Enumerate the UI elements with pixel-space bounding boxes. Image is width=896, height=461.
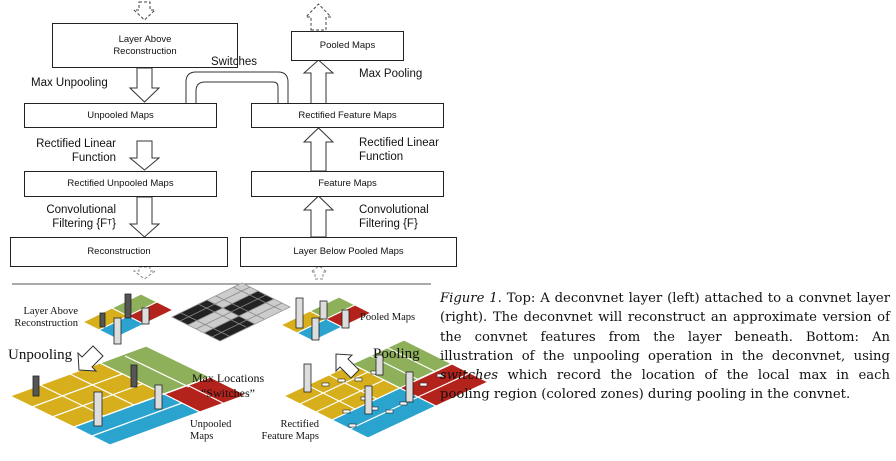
unpooled-maps-label: Unpooled Maps xyxy=(190,419,231,443)
dashed-arrow-up-icon xyxy=(304,3,333,31)
feature-maps-box: Feature Maps xyxy=(251,171,444,197)
caption-switches: switches xyxy=(440,368,499,384)
max-locations-line-1: Max Locations xyxy=(191,371,265,385)
dashed-arrow-down-icon xyxy=(132,266,157,280)
pooled-maps-box: Pooled Maps xyxy=(291,31,404,61)
caption-text-1: Top: A deconvnet layer (left) attached t… xyxy=(440,291,891,364)
switches-label: Switches xyxy=(211,56,258,68)
max-locations-label: Max Locations “Switches” xyxy=(178,371,278,401)
conv-left-line-1: Convolutional xyxy=(46,204,116,216)
conv-left-line-2: Filtering {Fᵀ} xyxy=(52,218,116,231)
unpooled-maps-line-2: Maps xyxy=(190,431,214,443)
caption-text-2: which record the location of the local m… xyxy=(440,368,890,403)
layer-above-reconstruction-label: Layer Above Reconstruction xyxy=(10,306,78,330)
pooling-label: Pooling xyxy=(373,346,420,362)
dashed-arrow-up-icon xyxy=(309,265,329,280)
conv-right-line-1: Convolutional xyxy=(359,204,429,216)
rectified-linear-right-label: Rectified Linear Function xyxy=(359,136,439,165)
conv-right-line-2: Filtering {F} xyxy=(359,218,418,231)
max-unpooling-label: Max Unpooling xyxy=(31,77,108,89)
rectified-maps-line-2: Feature Maps xyxy=(261,431,319,443)
rectified-maps-line-1: Rectified xyxy=(280,419,319,430)
rectified-linear-left-label: Rectified Linear Function xyxy=(14,137,116,166)
rectified-unpooled-maps-box: Rectified Unpooled Maps xyxy=(24,171,217,197)
unpooling-label: Unpooling xyxy=(8,347,73,363)
layer-below-pooled-maps-box: Layer Below Pooled Maps xyxy=(240,237,457,267)
rectified-right-line-1: Rectified Linear xyxy=(359,137,439,149)
rectified-feature-markers xyxy=(321,370,445,428)
layer-above-line-1: Layer Above xyxy=(23,306,78,317)
unpooled-maps-box: Unpooled Maps xyxy=(24,103,217,128)
hollow-arrow-up-icon xyxy=(302,59,335,238)
rectified-feature-maps-label: Rectified Feature Maps xyxy=(259,419,319,443)
dashed-arrow-down-icon xyxy=(132,1,157,21)
layer-above-line-2: Reconstruction xyxy=(14,318,78,330)
rectified-left-line-2: Function xyxy=(71,152,116,165)
pooling-arrow-icon xyxy=(335,353,360,379)
convolutional-right-label: Convolutional Filtering {F} xyxy=(359,203,429,232)
hollow-arrow-down-icon xyxy=(128,67,161,238)
pooled-maps-bars xyxy=(295,297,350,341)
convolutional-left-label: Convolutional Filtering {Fᵀ} xyxy=(14,203,116,232)
max-locations-line-2: “Switches” xyxy=(201,386,255,400)
rectified-feature-maps-box: Rectified Feature Maps xyxy=(251,103,444,128)
layer-above-bars xyxy=(99,293,150,345)
caption-figure-label: Figure 1. xyxy=(440,291,502,306)
figure-caption: Figure 1. Top: A deconvnet layer (left) … xyxy=(440,289,890,405)
unpooling-arrow-icon xyxy=(77,345,104,372)
pooled-maps-label: Pooled Maps xyxy=(360,312,416,323)
reconstruction-box: Reconstruction xyxy=(10,237,228,267)
rectified-left-line-1: Rectified Linear xyxy=(36,138,116,150)
unpooled-maps-line-1: Unpooled xyxy=(190,419,232,430)
rectified-feature-bars xyxy=(303,354,414,415)
unpooled-bars xyxy=(32,364,163,427)
switches-grid xyxy=(171,282,291,342)
rectified-right-line-2: Function xyxy=(359,151,404,164)
unpooled-grid xyxy=(8,337,248,446)
layer-above-reconstruction-box: Layer Above Reconstruction xyxy=(52,23,238,68)
max-pooling-label: Max Pooling xyxy=(359,68,423,80)
